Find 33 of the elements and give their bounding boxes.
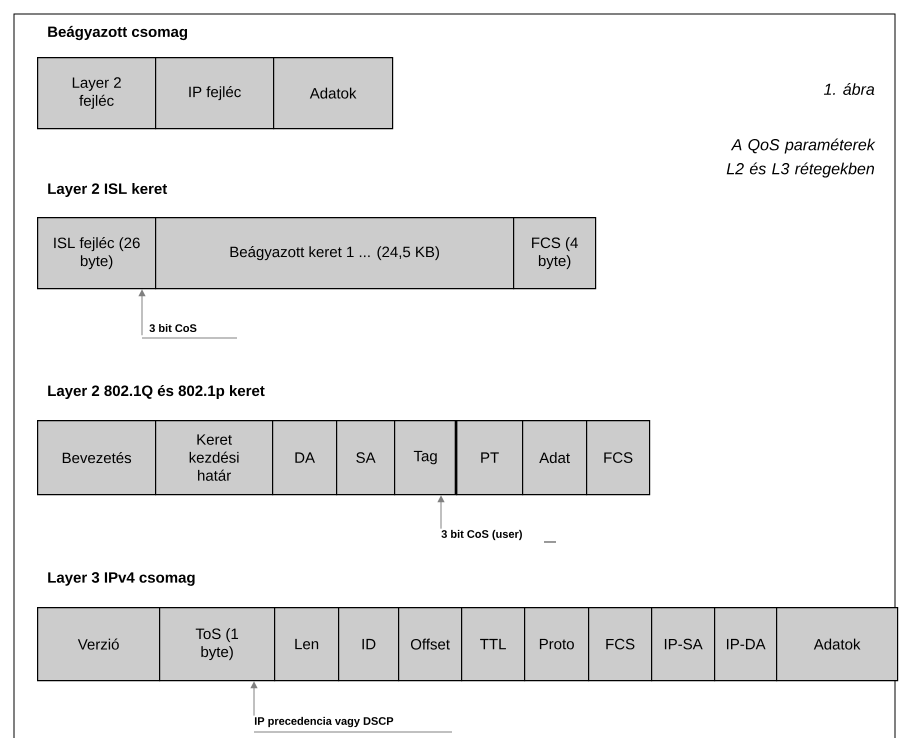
field-cell: SA (336, 420, 396, 496)
field-cell: Verzió (37, 607, 160, 682)
figure-number: 1. ábra (824, 83, 874, 95)
figure-caption: A QoS paraméterek L2 és L3 rétegekben (726, 138, 876, 178)
field-cell: Bevezetés (37, 420, 156, 496)
field-cell: Layer 2 fejléc (37, 57, 156, 130)
field-cell: Offset (398, 607, 462, 682)
section-title: Beágyazott csomag (48, 26, 188, 40)
field-cell: FCS (588, 607, 652, 682)
field-cell: Adatok (776, 607, 898, 682)
field-cell: ToS (1 byte) (159, 607, 276, 682)
section-title: Layer 2 ISL keret (48, 183, 168, 197)
annotation: IP precedencia vagy DSCP (254, 716, 452, 732)
section-title: Layer 2 802.1Q és 802.1p keret (48, 384, 265, 400)
field-cell: IP-DA (714, 607, 778, 682)
field-cell: DA (272, 420, 338, 496)
field-cell: TTL (461, 607, 526, 682)
field-cell: PT (456, 420, 524, 496)
field-cell: Tag (394, 420, 458, 496)
field-cell: Keret kezdési határ (155, 420, 274, 496)
annotation: 3 bit CoS (142, 324, 238, 338)
field-cell: Adatok (273, 57, 394, 130)
field-cell: ID (338, 607, 400, 682)
field-cell: ISL fejléc (26 byte) (37, 217, 156, 290)
field-cell: Adat (522, 420, 588, 496)
field-cell: FCS (4 byte) (513, 217, 596, 290)
field-cell: IP fejléc (155, 57, 274, 130)
annotation: 3 bit CoS (user) (441, 530, 556, 542)
section-title: Layer 3 IPv4 csomag (48, 572, 195, 586)
field-cell: FCS (586, 420, 650, 496)
field-cell: IP-SA (651, 607, 716, 682)
field-cell: Len (274, 607, 340, 682)
field-cell: Proto (524, 607, 590, 682)
